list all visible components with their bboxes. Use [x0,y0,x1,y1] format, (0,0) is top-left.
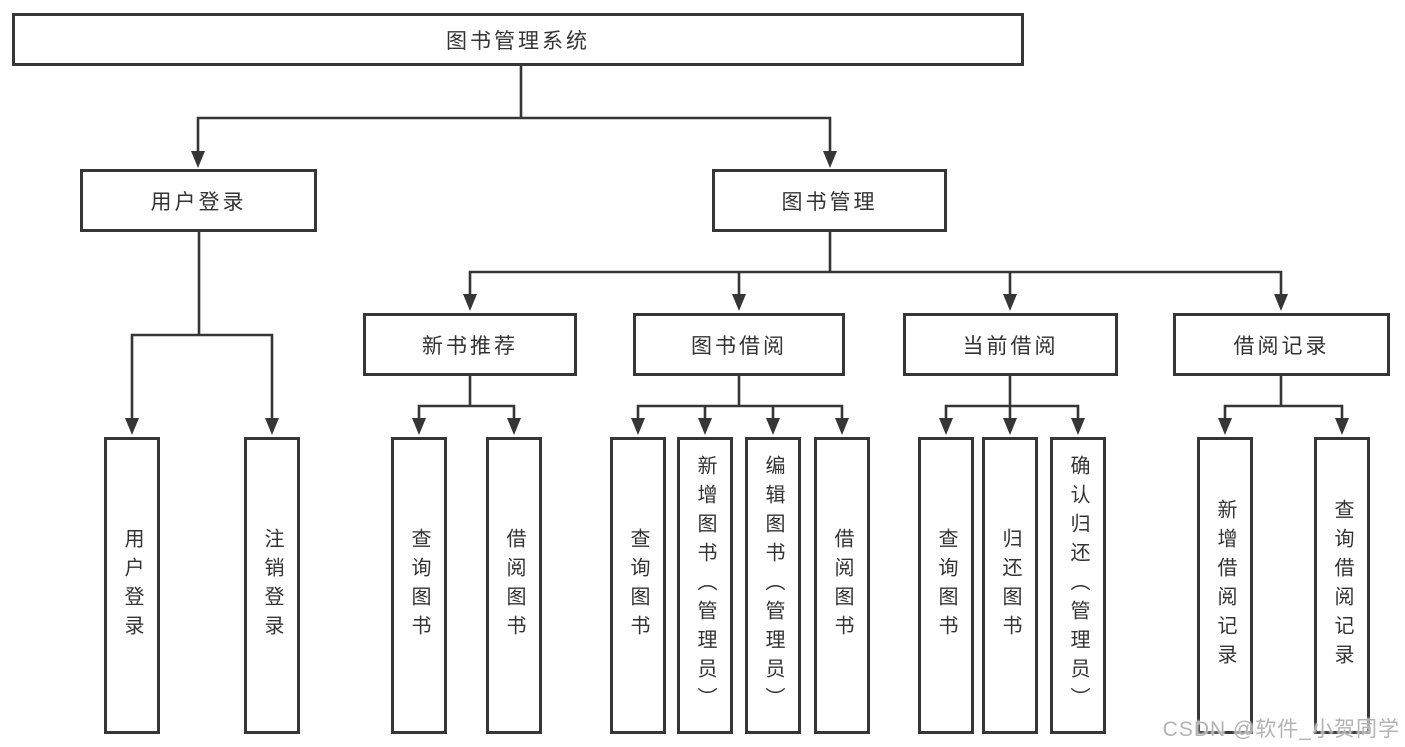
node-label: 编辑图书（管理员） [762,455,784,716]
node-label: 用户登录 [121,527,143,644]
arrowhead [823,151,837,168]
leaf-user-login: 用户登录 [104,437,160,734]
leaf-query-books-current: 查询图书 [918,437,974,734]
node-label: 新书推荐 [422,334,518,358]
node-label: 借阅图书 [831,527,853,644]
node-label: 查询借阅记录 [1331,498,1353,673]
arrowhead [507,418,521,435]
node-book-management: 图书管理 [712,169,947,232]
node-label: 当前借阅 [962,334,1059,358]
leaf-add-borrow-record: 新增借阅记录 [1197,437,1253,734]
node-borrow-records: 借阅记录 [1173,313,1390,376]
arrowhead [1003,294,1017,311]
arrowhead [1071,418,1085,435]
node-label: 借阅记录 [1233,334,1330,358]
arrowhead [766,418,780,435]
leaf-query-books-recommend: 查询图书 [391,437,447,734]
arrowhead [1274,294,1288,311]
leaf-confirm-return-admin: 确认归还（管理员） [1050,437,1106,734]
leaf-return-books: 归还图书 [982,437,1038,734]
leaf-borrow-books: 借阅图书 [814,437,870,734]
node-label: 查询图书 [408,527,430,644]
node-label: 借阅图书 [503,527,525,644]
node-label: 注销登录 [261,527,283,644]
node-current-borrowing: 当前借阅 [903,313,1118,376]
leaf-add-books-admin: 新增图书（管理员） [677,437,733,734]
arrowhead [191,151,205,168]
arrowhead [631,418,645,435]
leaf-logout: 注销登录 [244,437,300,734]
arrowhead [698,418,712,435]
node-book-borrowing: 图书借阅 [633,313,845,376]
leaf-query-books-borrowing: 查询图书 [610,437,666,734]
node-label: 用户登录 [150,190,247,214]
arrowhead [125,418,139,435]
node-label: 查询图书 [627,527,649,644]
node-label: 图书借阅 [691,334,787,358]
arrowhead [1218,418,1232,435]
node-label: 图书管理 [781,190,878,214]
arrowhead [732,294,746,311]
arrowhead [939,418,953,435]
arrowhead [463,294,477,311]
arrowhead [1335,418,1349,435]
node-label: 新增图书（管理员） [694,455,716,716]
node-label: 图书管理系统 [446,29,590,53]
node-label: 归还图书 [999,527,1021,644]
leaf-edit-books-admin: 编辑图书（管理员） [745,437,801,734]
node-label: 确认归还（管理员） [1067,455,1089,716]
node-user-login: 用户登录 [80,169,317,232]
leaf-query-borrow-record: 查询借阅记录 [1314,437,1370,734]
node-new-book-recommend: 新书推荐 [363,313,577,376]
node-label: 新增借阅记录 [1214,498,1236,673]
node-book-management-system: 图书管理系统 [12,13,1024,66]
arrowhead [412,418,426,435]
csdn-watermark: CSDN @软件_小贺同学 [1162,718,1400,741]
arrowhead [1003,418,1017,435]
arrowhead [835,418,849,435]
node-label: 查询图书 [935,527,957,644]
arrowhead [265,418,279,435]
leaf-borrow-books-recommend: 借阅图书 [486,437,542,734]
